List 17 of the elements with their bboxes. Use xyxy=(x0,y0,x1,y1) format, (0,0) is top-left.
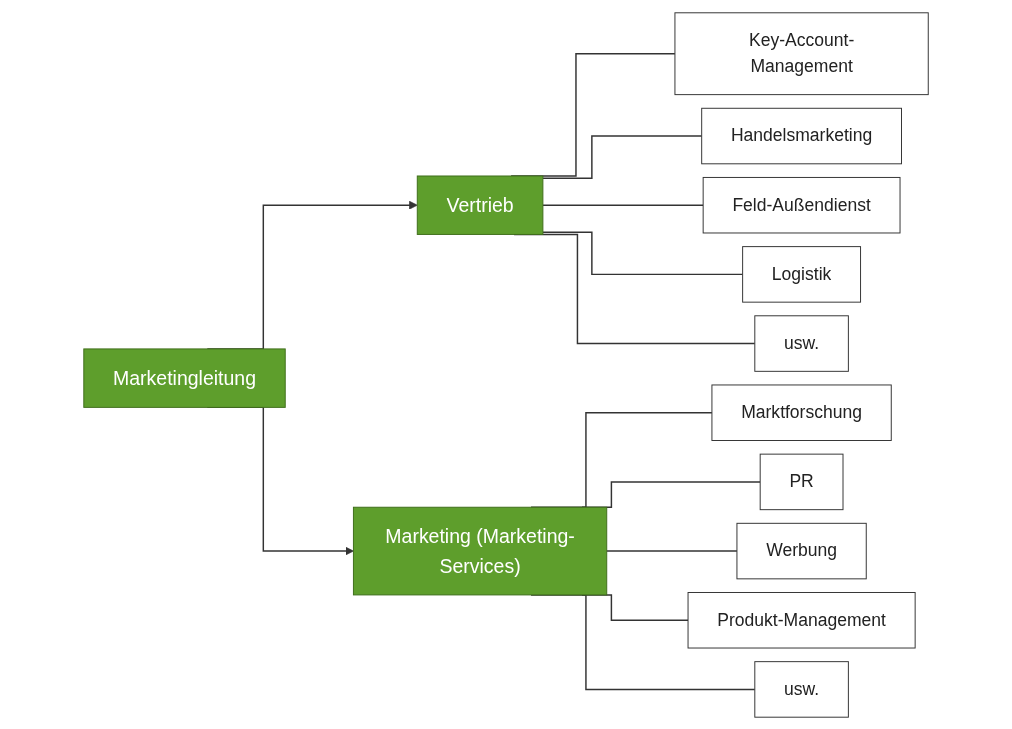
node-box: Handelsmarketing xyxy=(701,107,902,164)
connector xyxy=(542,231,744,275)
node-box: Key-Account-Management xyxy=(674,11,929,95)
connector xyxy=(606,549,738,552)
node-box: Produkt-Management xyxy=(687,591,916,648)
node-box: Marketingleitung xyxy=(83,347,286,408)
node-box: PR xyxy=(759,453,844,510)
connector xyxy=(542,204,704,206)
node-box: Werbung xyxy=(736,522,867,579)
node-box: Vertrieb xyxy=(416,175,544,235)
node-box: usw. xyxy=(754,314,849,372)
node-box: Feld-Außendienst xyxy=(702,176,901,233)
node-box: Marketing (Marketing-Services) xyxy=(352,506,608,595)
node-box: Marktforschung xyxy=(711,383,892,441)
node-box: Logistik xyxy=(742,245,861,303)
connector xyxy=(542,134,703,179)
node-box: usw. xyxy=(754,660,849,718)
